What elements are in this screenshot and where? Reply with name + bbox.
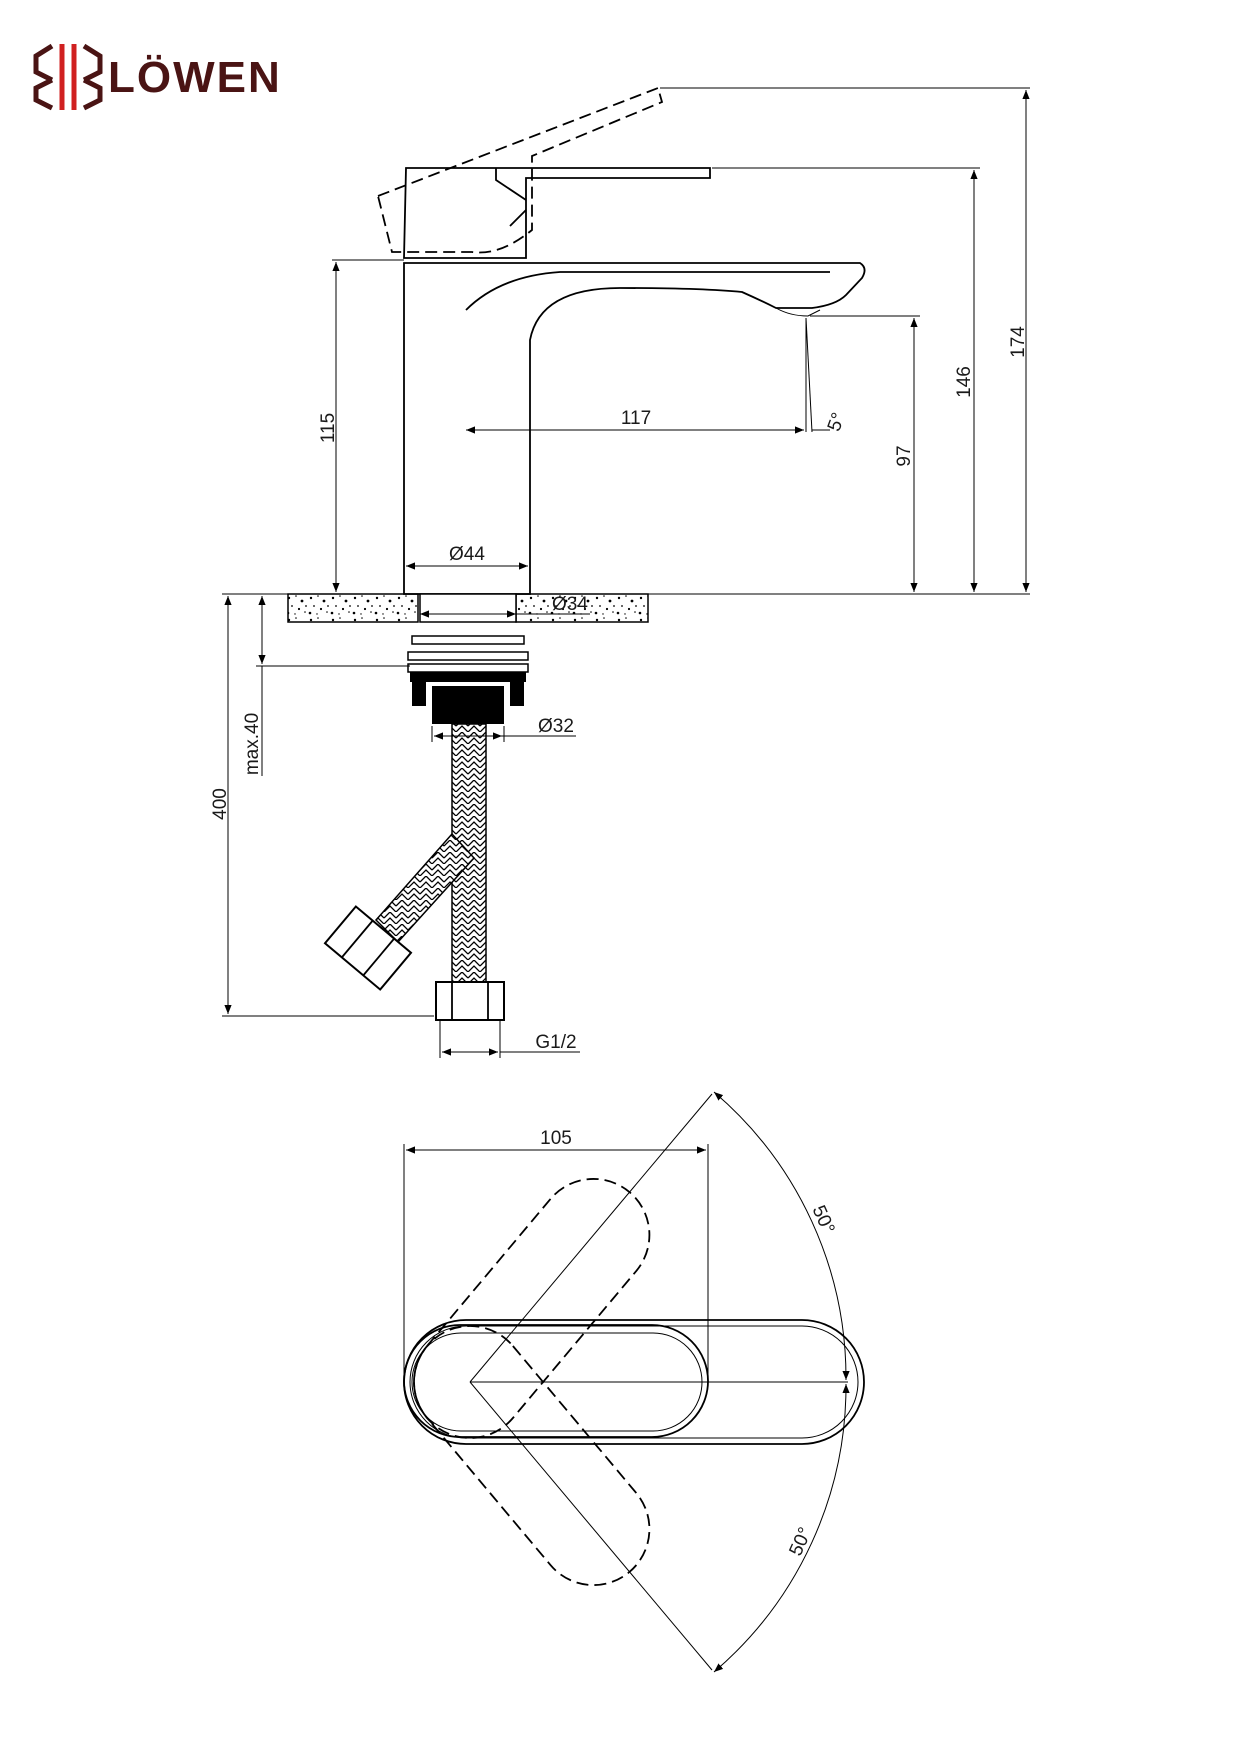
dim-angle-lower: 50° bbox=[786, 1524, 817, 1559]
dim-base-height: 115 bbox=[318, 413, 339, 443]
dim-body-diameter: Ø44 bbox=[449, 544, 485, 565]
dim-spout-angle: 5° bbox=[824, 410, 850, 434]
dim-spout-reach: 117 bbox=[621, 408, 651, 429]
fixing-bracket bbox=[410, 672, 526, 682]
dim-hole-diameter: Ø34 bbox=[552, 594, 588, 615]
lever-raised-outline bbox=[376, 86, 664, 254]
dim-max-thickness: max.40 bbox=[242, 713, 263, 775]
lever-handle bbox=[403, 167, 711, 259]
dim-body-height: 146 bbox=[954, 366, 975, 398]
shank-nut bbox=[419, 593, 517, 623]
dim-hose-length: 400 bbox=[210, 788, 231, 820]
brand-logo: LÖWEN bbox=[33, 43, 282, 111]
dim-lever-height: 174 bbox=[1008, 326, 1029, 358]
countertop-left bbox=[287, 593, 419, 623]
threaded-shank bbox=[432, 686, 504, 724]
dim-spout-height: 97 bbox=[894, 445, 915, 466]
logo-mark-icon bbox=[33, 43, 103, 111]
side-view: 174 146 115 97 117 5° Ø44 Ø34 Ø32 bbox=[210, 86, 1030, 1058]
brand-name: LÖWEN bbox=[108, 53, 282, 102]
faucet-body bbox=[403, 262, 866, 595]
dim-angle-upper: 50° bbox=[808, 1202, 839, 1237]
hose-nut-bottom bbox=[435, 981, 505, 1021]
handle-top-solid bbox=[403, 1324, 709, 1438]
dim-top-width: 105 bbox=[540, 1128, 572, 1149]
top-view: 50° 50° 105 bbox=[403, 1091, 865, 1673]
hose-nut-angled bbox=[323, 905, 413, 991]
dim-connection: G1/2 bbox=[535, 1032, 576, 1053]
dim-shank-diameter: Ø32 bbox=[538, 716, 574, 737]
